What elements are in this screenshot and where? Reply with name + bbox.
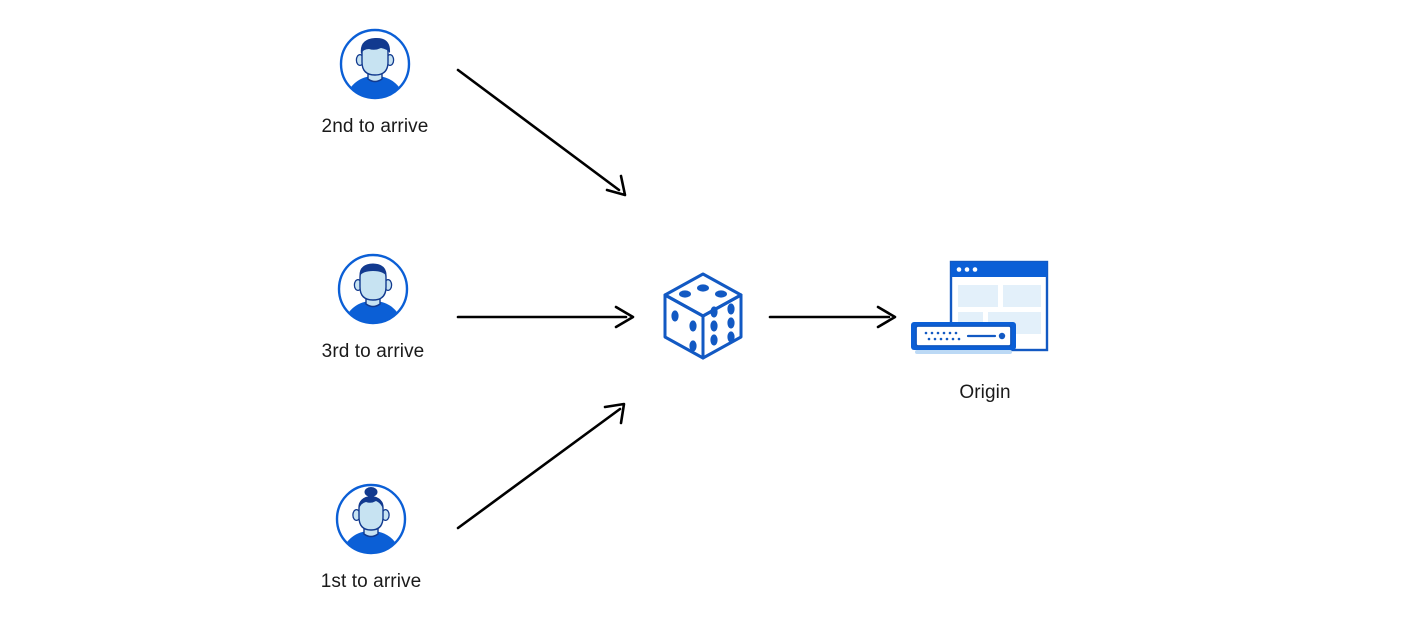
client-label-2nd: 2nd to arrive: [321, 116, 429, 137]
server-browser-icon: [905, 258, 1065, 368]
client-node-2nd[interactable]: 2nd to arrive: [305, 26, 445, 138]
client-node-1st[interactable]: 1st to arrive: [301, 481, 441, 593]
user-avatar-icon: [333, 481, 409, 557]
arrow-dice-to-origin: [768, 305, 897, 329]
arrow-2nd-to-dice: [456, 68, 627, 197]
dice-left-pips: [671, 310, 697, 352]
dice-icon: [663, 272, 743, 360]
server-device-icon: [911, 322, 1016, 354]
dice-top-pips: [679, 284, 727, 298]
client-label-3rd: 3rd to arrive: [321, 341, 425, 362]
user-avatar-icon: [337, 26, 413, 102]
dice-right-pips: [710, 303, 735, 346]
origin-node[interactable]: Origin: [885, 258, 1085, 404]
arrow-3rd-to-dice: [456, 305, 635, 329]
dice-node[interactable]: [655, 268, 751, 364]
user-avatar-icon: [335, 251, 411, 327]
origin-label: Origin: [959, 382, 1011, 403]
client-label-1st: 1st to arrive: [320, 571, 422, 592]
client-node-3rd[interactable]: 3rd to arrive: [303, 251, 443, 363]
arrow-1st-to-dice: [456, 402, 626, 530]
